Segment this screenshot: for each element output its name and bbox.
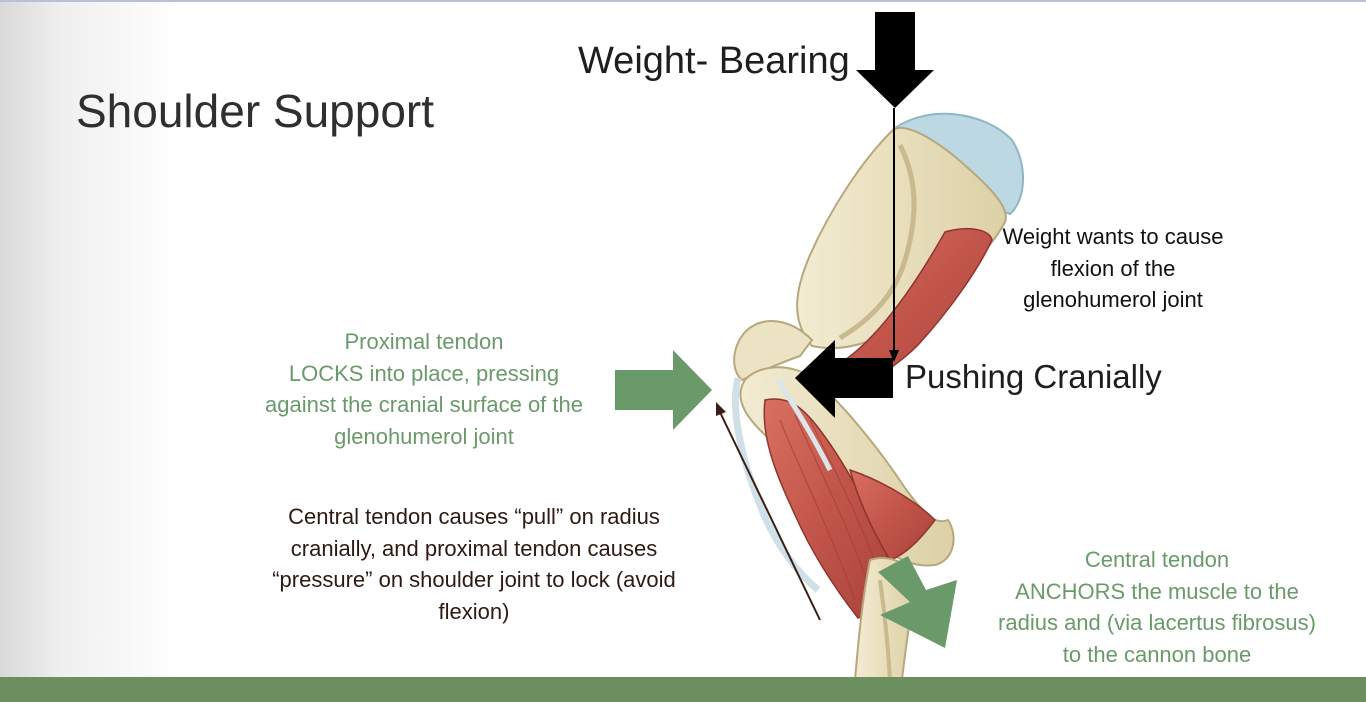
note-line: ANCHORS the muscle to the — [1015, 578, 1299, 604]
note-line: “pressure” on shoulder joint to lock (av… — [272, 567, 676, 592]
scapula-neck — [733, 320, 814, 382]
note-line: flexion) — [438, 598, 510, 624]
central-pull-note: Central tendon causes “pull” on radius c… — [232, 501, 716, 627]
note-line: Central tendon — [1084, 547, 1230, 572]
note-line: Central tendon causes “pull” on radius — [288, 504, 660, 529]
central-tendon — [775, 378, 833, 472]
weight-bearing-arrow — [856, 12, 934, 108]
note-line: Proximal tendon — [344, 329, 504, 354]
note-line: flexion of the — [1050, 255, 1176, 281]
note-line: glenohumerol joint — [1023, 287, 1203, 312]
note-line: glenohumerol joint — [334, 423, 514, 449]
top-rule — [0, 0, 1366, 2]
pushing-cranially-arrow — [795, 340, 893, 418]
note-line: radius and (via lacertus fibrosus) — [998, 610, 1316, 635]
biceps-muscle-lines — [779, 414, 881, 601]
brachialis-muscle — [848, 468, 936, 561]
note-line: cranially, and proximal tendon causes — [290, 535, 658, 561]
weight-bearing-label: Weight- Bearing — [578, 40, 850, 82]
pushing-cranially-label: Pushing Cranially — [905, 358, 1162, 395]
slide-title: Shoulder Support — [76, 85, 435, 137]
note-line: to the cannon bone — [1062, 641, 1252, 667]
proximal-tendon — [732, 377, 821, 593]
weight-force-line-head — [889, 350, 899, 362]
central-tendon-anchor-note: Central tendon ANCHORS the muscle to the… — [965, 544, 1349, 670]
note-line: against the cranial surface of the — [265, 392, 583, 417]
proximal-tendon-arrow — [615, 350, 712, 430]
pull-arrow-head — [716, 402, 726, 416]
note-line: Weight wants to cause — [1002, 224, 1224, 249]
pull-arrow-line — [717, 407, 821, 621]
footer-bar — [0, 677, 1366, 702]
central-tendon-arrow — [878, 556, 957, 648]
weight-flexion-note: Weight wants to cause flexion of the gle… — [970, 221, 1256, 316]
proximal-tendon-note: Proximal tendon LOCKS into place, pressi… — [232, 326, 616, 452]
note-line: LOCKS into place, pressing — [288, 360, 560, 386]
scapular-spine — [838, 143, 917, 341]
forearm-tendon — [878, 579, 892, 681]
